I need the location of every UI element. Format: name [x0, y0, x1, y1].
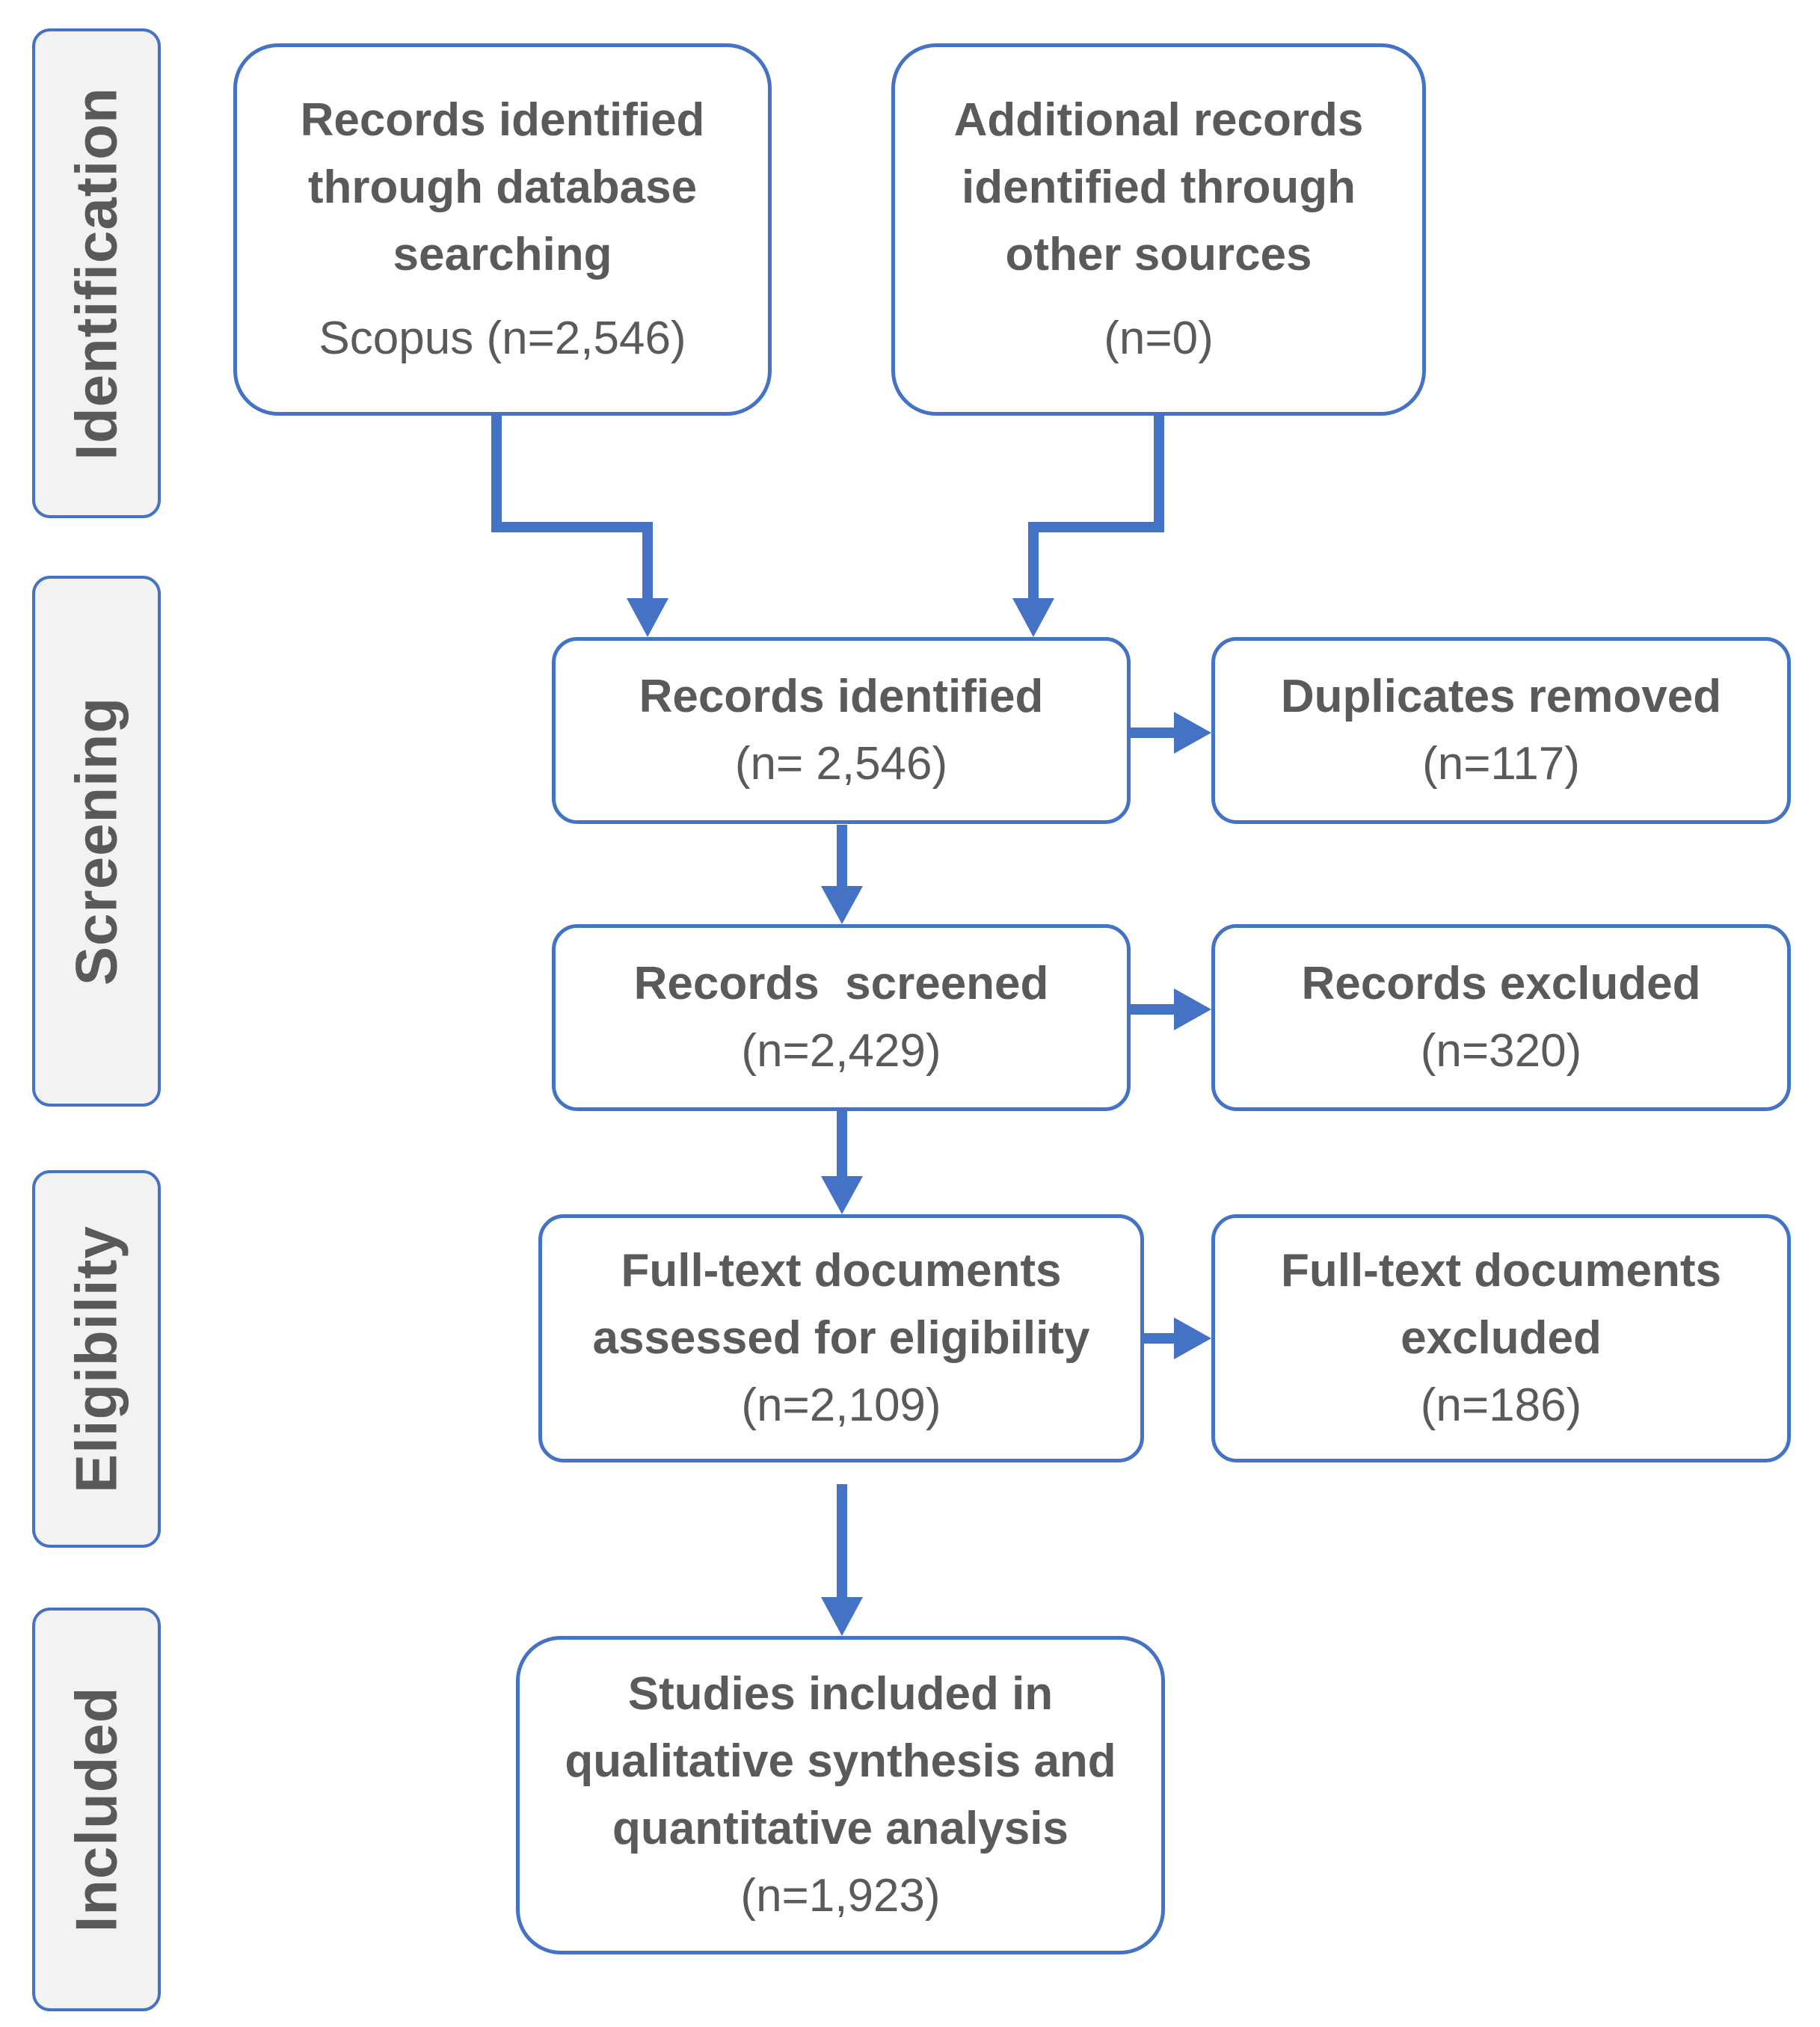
database-search-line-3: searching	[393, 229, 612, 280]
fulltext-excluded-count: (n=186)	[1420, 1379, 1582, 1431]
duplicates-removed-title: Duplicates removed	[1280, 671, 1722, 722]
box-other-sources: Additional records identified through ot…	[891, 43, 1426, 416]
arrowhead-duplicates	[1174, 712, 1211, 754]
other-sources-line-1: Additional records	[953, 94, 1364, 146]
arrowhead-excluded	[1174, 988, 1211, 1030]
fulltext-assessed-count: (n=2,109)	[741, 1379, 941, 1431]
box-fulltext-excluded: Full-text documents excluded (n=186)	[1211, 1214, 1791, 1462]
database-search-count: Scopus (n=2,546)	[319, 313, 686, 364]
other-sources-line-3: other sources	[1005, 229, 1312, 280]
phase-included: Included	[32, 1608, 161, 2011]
records-identified-title: Records identified	[639, 671, 1044, 722]
arrowhead-fulltext-excluded	[1174, 1317, 1211, 1359]
arrowhead-other	[1012, 598, 1054, 637]
studies-included-line-2: qualitative synthesis and	[565, 1735, 1116, 1787]
phase-eligibility: Eligibility	[32, 1170, 161, 1548]
studies-included-line-3: quantitative analysis	[612, 1803, 1069, 1854]
records-excluded-title: Records excluded	[1301, 958, 1701, 1009]
arrowhead-included	[821, 1597, 863, 1636]
studies-included-count: (n=1,923)	[740, 1870, 941, 1922]
fulltext-excluded-line-2: excluded	[1401, 1312, 1602, 1364]
records-screened-title: Records screened	[633, 958, 1049, 1009]
records-excluded-count: (n=320)	[1420, 1025, 1582, 1077]
arrowhead-screened	[821, 886, 863, 924]
box-records-identified: Records identified (n= 2,546)	[552, 637, 1131, 824]
box-database-search: Records identified through database sear…	[233, 43, 772, 416]
records-identified-count: (n= 2,546)	[734, 738, 948, 790]
records-screened-count: (n=2,429)	[741, 1025, 941, 1077]
other-sources-line-2: identified through	[962, 162, 1356, 213]
box-fulltext-assessed: Full-text documents assessed for eligibi…	[538, 1214, 1144, 1462]
database-search-line-2: through database	[307, 162, 698, 213]
fulltext-excluded-line-1: Full-text documents	[1280, 1245, 1722, 1297]
duplicates-removed-count: (n=117)	[1422, 738, 1580, 790]
fulltext-assessed-line-2: assessed for eligibility	[592, 1312, 1090, 1364]
box-studies-included: Studies included in qualitative synthesi…	[516, 1636, 1165, 1954]
box-records-excluded: Records excluded (n=320)	[1211, 924, 1791, 1111]
phase-identification: Identification	[32, 28, 161, 518]
fulltext-assessed-line-1: Full-text documents	[621, 1245, 1062, 1297]
box-duplicates-removed: Duplicates removed (n=117)	[1211, 637, 1791, 824]
other-sources-count: (n=0)	[1104, 313, 1214, 364]
arrow-other-to-identified	[1028, 413, 1164, 598]
arrow-database-to-identified	[491, 413, 653, 598]
box-records-screened: Records screened (n=2,429)	[552, 924, 1131, 1111]
studies-included-line-1: Studies included in	[627, 1668, 1054, 1720]
phase-screening: Screening	[32, 576, 161, 1107]
database-search-line-1: Records identified	[300, 94, 705, 146]
arrowhead-fulltext	[821, 1176, 863, 1214]
arrowhead-database	[627, 598, 668, 637]
